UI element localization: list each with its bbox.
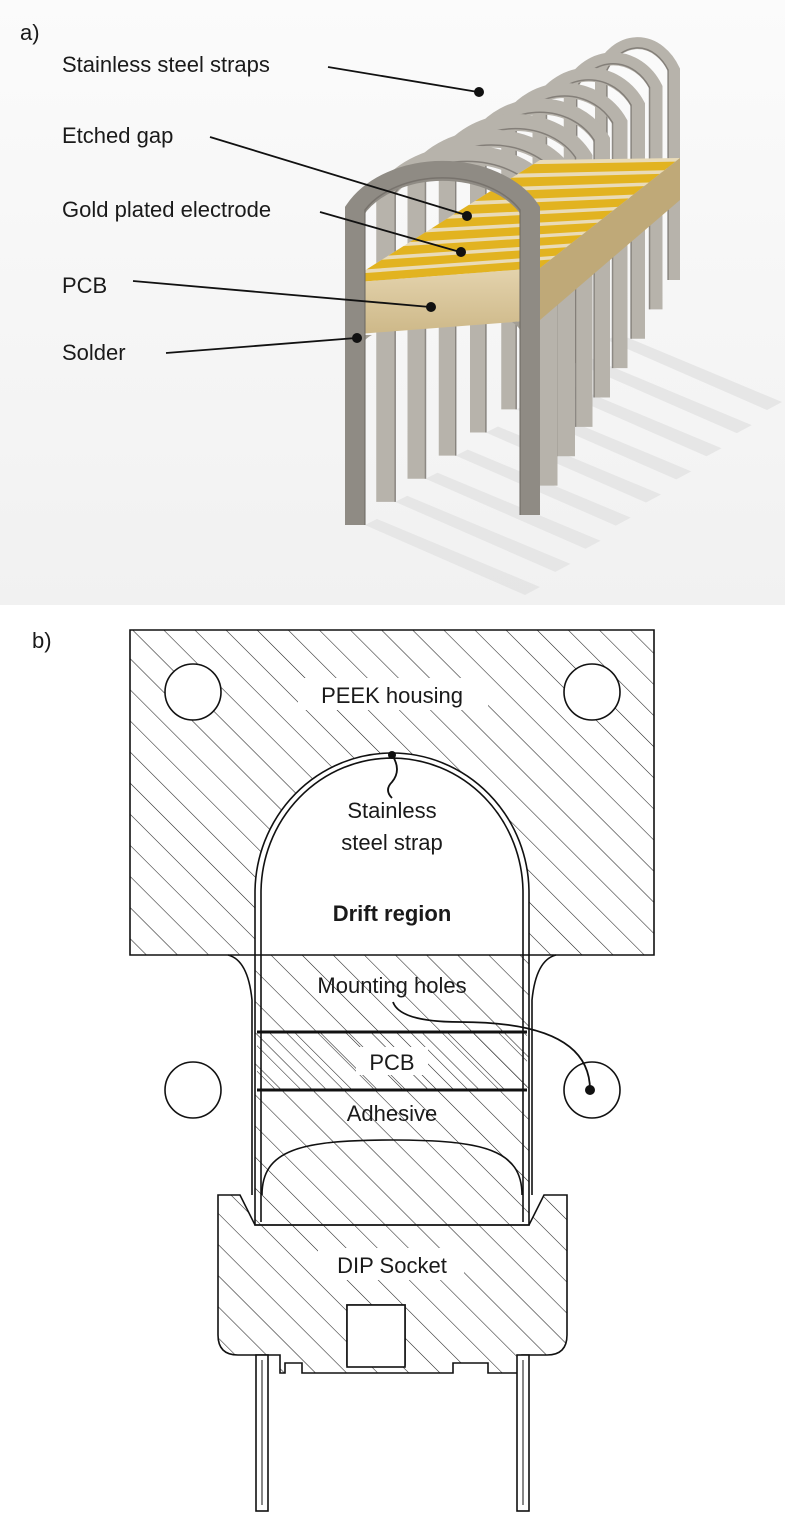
panel-a-label: a) bbox=[20, 20, 40, 45]
pcb-front-face bbox=[345, 268, 540, 335]
callout-straps-label: Stainless steel straps bbox=[62, 52, 270, 77]
strap-shadow bbox=[425, 472, 601, 549]
mounting-hole-top-left bbox=[164, 663, 222, 721]
gold-electrode-stripe bbox=[518, 161, 676, 174]
label-peek-housing: PEEK housing bbox=[321, 683, 463, 708]
steel-strap-edge bbox=[364, 177, 521, 525]
panel-a: a) Stainless steel straps Etched gap Gol… bbox=[0, 0, 785, 605]
callout-solder-label: Solder bbox=[62, 340, 126, 365]
strap-shadow bbox=[455, 449, 631, 526]
callout-gap-label: Etched gap bbox=[62, 123, 173, 148]
pcb-label-backing bbox=[356, 1047, 428, 1075]
strap-shadow bbox=[395, 495, 571, 572]
label-drift-region: Drift region bbox=[333, 901, 452, 926]
pcb-assembly bbox=[345, 158, 680, 380]
mounting-callout-leader bbox=[392, 1001, 591, 1091]
mounting-hole-bottom-left bbox=[164, 1061, 222, 1119]
gold-electrodes bbox=[345, 161, 676, 283]
callout-straps-leader bbox=[327, 66, 479, 93]
callout-electrode-leader bbox=[319, 211, 461, 253]
gold-electrode-stripe bbox=[366, 247, 567, 270]
label-strap-line2: steel strap bbox=[341, 830, 443, 855]
callout-gap-leader bbox=[209, 136, 467, 216]
panel-b: b) PEEK housing S bbox=[32, 628, 655, 1512]
mounting-hole-top-right bbox=[563, 663, 621, 721]
solder-joint-right bbox=[531, 954, 557, 1195]
mounting-callout-dot bbox=[585, 1085, 595, 1095]
callout-electrode-label: Gold plated electrode bbox=[62, 197, 271, 222]
callout-electrode-dot bbox=[456, 247, 466, 257]
pcb-side-face bbox=[540, 158, 680, 320]
dip-socket-notch bbox=[346, 1304, 406, 1368]
gold-electrode-stripe bbox=[496, 173, 660, 188]
straps-front bbox=[345, 160, 540, 525]
callout-solder-dot bbox=[352, 333, 362, 343]
callout-straps-dot bbox=[474, 87, 484, 97]
gold-electrode-stripe bbox=[410, 222, 598, 242]
label-pcb: PCB bbox=[369, 1050, 414, 1075]
callout-pcb-label: PCB bbox=[62, 273, 107, 298]
strap-shadow bbox=[607, 334, 782, 410]
strap-callout-leader bbox=[387, 754, 398, 799]
housing-label-backing bbox=[298, 678, 488, 710]
peek-housing bbox=[129, 629, 655, 1226]
steel-strap-arch bbox=[345, 160, 540, 525]
strap-shadow bbox=[576, 357, 752, 434]
label-strap-line1: Stainless bbox=[347, 798, 436, 823]
callout-solder-leader bbox=[165, 337, 357, 354]
gold-electrode-stripe bbox=[453, 198, 629, 215]
label-mounting-holes: Mounting holes bbox=[317, 973, 466, 998]
adhesive-outline bbox=[261, 1139, 523, 1196]
callout-pcb-leader bbox=[132, 280, 431, 308]
label-adhesive: Adhesive bbox=[347, 1101, 438, 1126]
callout-pcb-dot bbox=[426, 302, 436, 312]
panel-b-label: b) bbox=[32, 628, 52, 653]
strap-shadow bbox=[365, 519, 540, 595]
socket-label-backing bbox=[318, 1248, 464, 1280]
solder-joint-left bbox=[227, 954, 253, 1195]
callout-gap-dot bbox=[462, 211, 472, 221]
label-dip-socket: DIP Socket bbox=[337, 1253, 447, 1278]
gold-electrode-stripe bbox=[345, 259, 551, 283]
